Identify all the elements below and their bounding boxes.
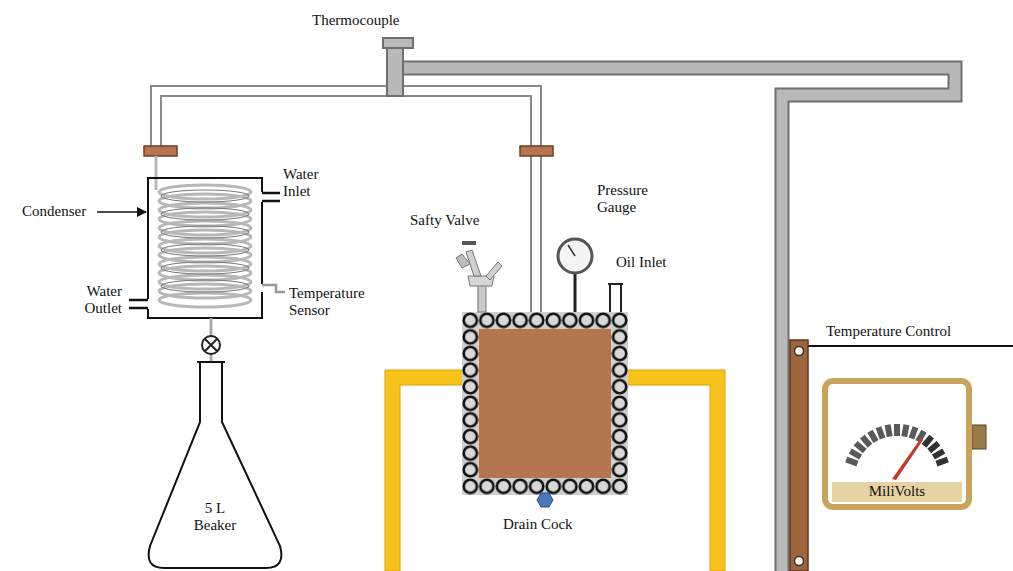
temperature-sensor-port <box>262 285 285 292</box>
part-label: Thermocouple <box>312 12 399 29</box>
node-text: MiliVolts <box>832 483 962 500</box>
water-inlet-port <box>262 193 280 201</box>
condenser-coil-shade <box>161 190 249 292</box>
gauge-needle <box>568 245 575 256</box>
meter-node: MiliVolts <box>822 378 972 510</box>
control-post <box>790 340 808 571</box>
vessel-ground <box>462 312 628 495</box>
control-line <box>808 345 1013 347</box>
heating-coil <box>462 312 628 495</box>
vapour-pipe <box>156 91 536 314</box>
stop-valve-cross <box>205 339 217 351</box>
post-bolt <box>795 557 804 566</box>
oil-inlet-tube <box>608 284 623 312</box>
condenser-jacket <box>148 178 262 318</box>
gauge-stem <box>574 272 577 312</box>
part-label: Temperature Sensor <box>289 285 389 319</box>
part-label: Oil Inlet <box>616 254 666 271</box>
part-label: Temperature Control <box>826 323 951 340</box>
part-label: Condenser <box>22 203 86 220</box>
water-outlet-port <box>129 300 148 308</box>
leader-arrow <box>97 211 146 213</box>
part-label: Safty Valve <box>410 212 479 229</box>
thermocouple-cap <box>383 38 413 48</box>
pipe-flange <box>144 146 177 156</box>
outlet-tube <box>210 354 213 362</box>
part-label: Drain Cock <box>503 516 573 533</box>
part-label: Water Inlet <box>283 166 339 200</box>
pipe-outline <box>156 91 536 314</box>
post-bolt <box>795 347 804 356</box>
flask-node: 5 L Beaker <box>140 360 290 571</box>
pipe-flange <box>520 146 553 156</box>
drain-cock <box>537 493 553 507</box>
part-label: Pressure Gauge <box>597 182 667 216</box>
meter-terminal <box>972 425 986 449</box>
thermocouple-probe <box>387 46 403 96</box>
outlet-tube <box>210 318 213 336</box>
node-text: 5 L Beaker <box>187 500 243 534</box>
reactor-content <box>479 329 611 478</box>
safety-valve <box>456 241 502 312</box>
part-label: Water Outlet <box>60 283 122 317</box>
stop-valve <box>202 336 220 354</box>
flask-outline <box>140 360 290 571</box>
pressure-gauge <box>558 239 592 273</box>
